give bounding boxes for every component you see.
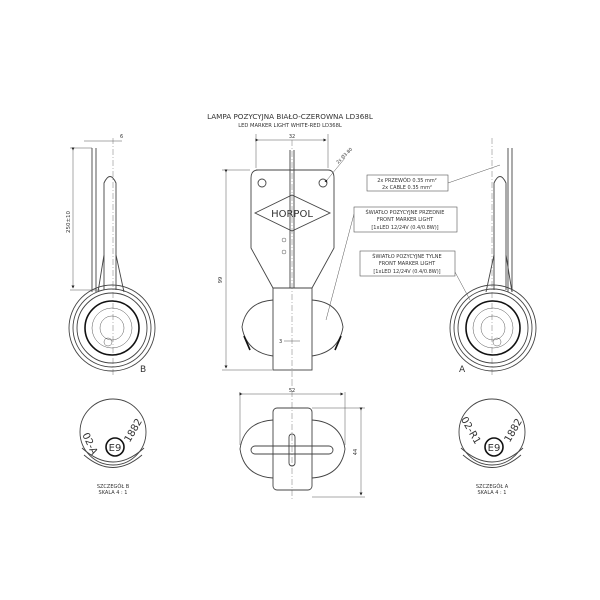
svg-text:[1xLED 12/24V (0.4/0.8W)]: [1xLED 12/24V (0.4/0.8W)] [373, 269, 440, 275]
view-label-b: B [140, 365, 146, 375]
svg-text:2x PRZEWÓD 0.35 mm²: 2x PRZEWÓD 0.35 mm² [377, 177, 437, 184]
dim-bottom-width: 52 [289, 388, 295, 394]
dim-plate-width: 32 [289, 134, 295, 140]
detail-a-title: SZCZEGÓŁ A [476, 483, 509, 490]
callout-rear-light: ŚWIATŁO POZYCYJNE TYLNE FRONT MARKER LIG… [359, 250, 471, 301]
dim-holes: 2x Ø3.80 [334, 146, 354, 166]
detail-a-code: 02-R1 [458, 415, 482, 446]
bottom-view: 52 44 [239, 380, 365, 500]
dim-wire-offset: 6 [120, 134, 123, 140]
svg-text:[1xLED 12/24V (0.4/0.8W)]: [1xLED 12/24V (0.4/0.8W)] [371, 225, 438, 231]
logo-text: HORPOL [271, 209, 313, 220]
detail-a-number: 1882 [503, 417, 525, 445]
horpol-logo [253, 194, 332, 232]
svg-text:FRONT MARKER LIGHT: FRONT MARKER LIGHT [379, 261, 436, 267]
svg-text:FRONT MARKER LIGHT: FRONT MARKER LIGHT [377, 217, 434, 223]
svg-text:ŚWIATŁO POZYCYJNE PRZEDNIE: ŚWIATŁO POZYCYJNE PRZEDNIE [366, 209, 445, 216]
drawing-title: LAMPA POZYCYJNA BIAŁO-CZEROWNA LD368L [207, 112, 373, 121]
svg-text:2x CABLE 0.35 mm²: 2x CABLE 0.35 mm² [382, 185, 432, 191]
side-view-b: 250±10 6 B [66, 134, 156, 375]
detail-b: 02-A E9 1882 SZCZEGÓŁ B SKALA 4 : 1 [79, 398, 147, 496]
dim-height: 99 [218, 277, 224, 283]
detail-a-scale: SKALA 4 : 1 [478, 490, 507, 496]
detail-b-mark: E9 [109, 443, 122, 454]
detail-b-scale: SKALA 4 : 1 [99, 490, 128, 496]
dim-gap: 3 [279, 339, 282, 345]
svg-text:ŚWIATŁO POZYCYJNE TYLNE: ŚWIATŁO POZYCYJNE TYLNE [372, 253, 441, 260]
side-view-a: A [449, 138, 537, 375]
detail-a: 02-R1 E9 1882 SZCZEGÓŁ A SKALA 4 : 1 [458, 398, 526, 496]
detail-b-title: SZCZEGÓŁ B [97, 483, 130, 490]
view-label-a: A [459, 365, 466, 375]
callout-front-light: ŚWIATŁO POZYCYJNE PRZEDNIE FRONT MARKER … [325, 206, 458, 321]
detail-a-mark: E9 [488, 443, 501, 454]
dim-bottom-height: 44 [353, 449, 359, 455]
callout-cable: 2x PRZEWÓD 0.35 mm² 2x CABLE 0.35 mm² [366, 164, 501, 192]
detail-b-number: 1882 [123, 417, 145, 445]
front-view: HORPOL 32 2x Ø3.80 99 3 [218, 134, 354, 380]
dim-cable-length: 250±10 [66, 210, 72, 233]
drawing-subtitle: LED MARKER LIGHT WHITE-RED LD368L [238, 123, 342, 129]
